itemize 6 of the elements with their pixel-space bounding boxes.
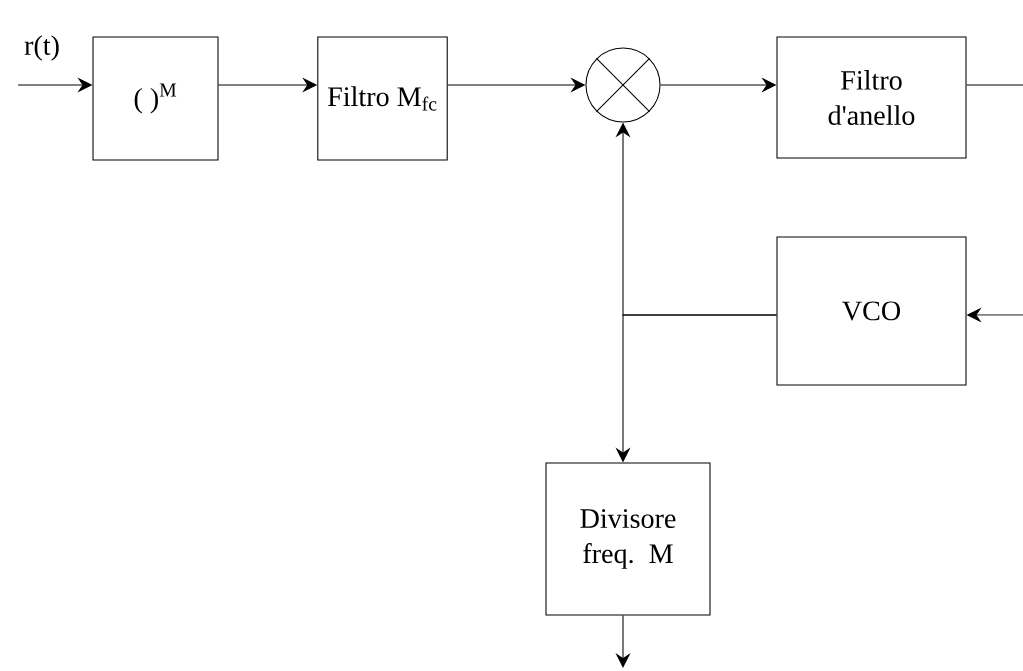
power-box: ( )$^{M}$ — [92, 36, 219, 161]
filter-box: Filtro d'anello — [776, 36, 967, 159]
vco-box: VCO — [776, 236, 967, 386]
edge-label: r(t) — [24, 35, 59, 61]
multiplier-circle — [585, 47, 661, 123]
filter-box: Filtro M$_{fc}$ — [317, 36, 448, 161]
